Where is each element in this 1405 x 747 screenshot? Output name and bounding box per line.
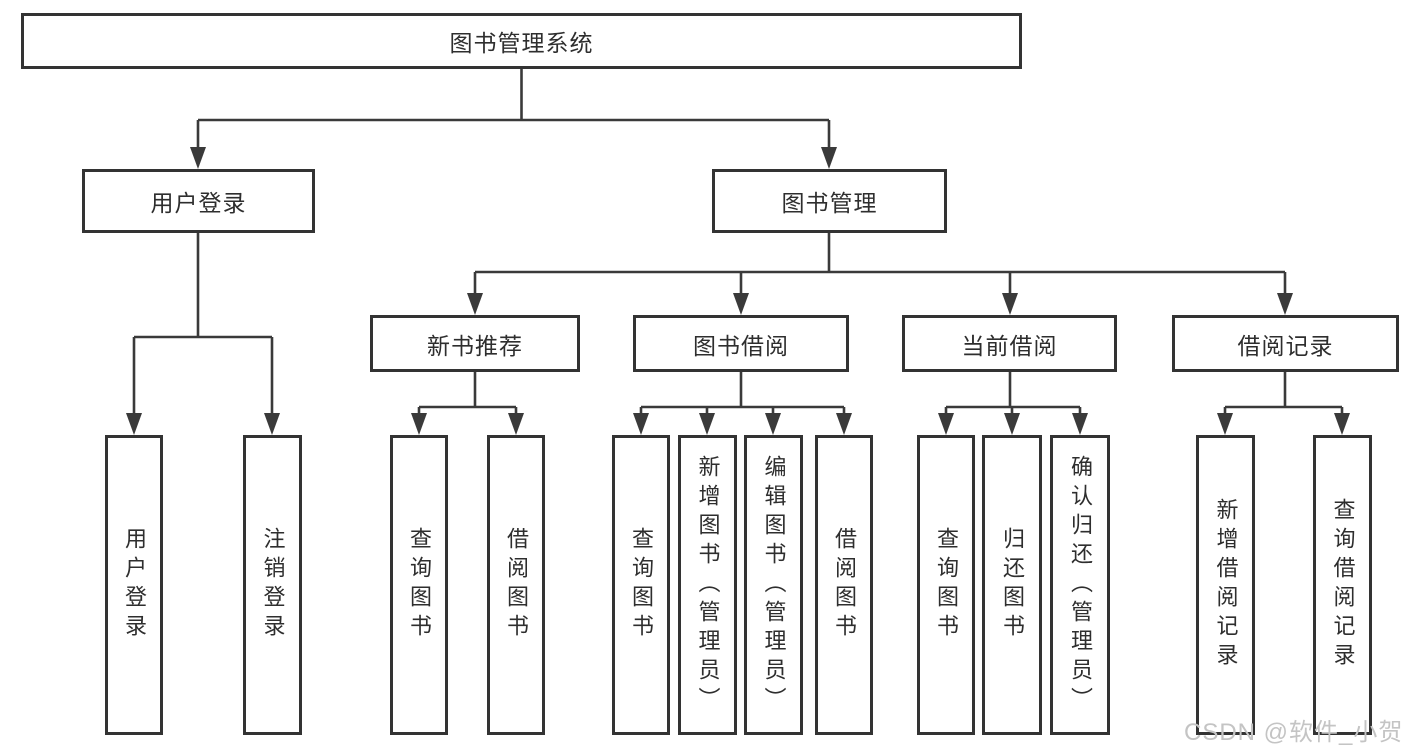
node-library-management-system: 图书管理系统 — [21, 13, 1022, 69]
node-label: 图书管理 — [781, 190, 878, 216]
node-label: 注销登录 — [260, 527, 286, 643]
node-current-borrowing: 当前借阅 — [902, 315, 1117, 372]
leaf-return-books: 归还图书 — [982, 435, 1042, 735]
node-label: 归还图书 — [1000, 527, 1025, 643]
node-label: 图书管理系统 — [449, 30, 594, 56]
csdn-watermark: CSDN @软件_小贺同学 — [1184, 719, 1405, 746]
node-label: 借阅图书 — [504, 527, 529, 643]
node-new-book-recommendation: 新书推荐 — [370, 315, 580, 372]
leaf-borrow-books-1: 借阅图书 — [487, 435, 545, 735]
leaf-query-books-3: 查询图书 — [917, 435, 975, 735]
node-label: 图书借阅 — [693, 332, 789, 359]
node-label: 借阅图书 — [832, 527, 857, 643]
node-label: 当前借阅 — [961, 332, 1058, 359]
node-label: 新增借阅记录 — [1213, 498, 1239, 672]
leaf-edit-books-admin: 编辑图书（管理员） — [744, 435, 803, 735]
leaf-logout: 注销登录 — [243, 435, 302, 735]
node-label: 确认归还（管理员） — [1068, 454, 1093, 716]
node-book-management-branch: 图书管理 — [712, 169, 947, 233]
leaf-add-books-admin: 新增图书（管理员） — [678, 435, 737, 735]
leaf-query-books-2: 查询图书 — [612, 435, 670, 735]
leaf-user-login: 用户登录 — [105, 435, 163, 735]
node-borrowing-records: 借阅记录 — [1172, 315, 1399, 372]
node-label: 新书推荐 — [427, 332, 523, 359]
leaf-query-borrow-record: 查询借阅记录 — [1313, 435, 1372, 735]
node-label: 借阅记录 — [1237, 332, 1334, 359]
leaf-add-borrow-record: 新增借阅记录 — [1196, 435, 1255, 735]
node-label: 用户登录 — [150, 190, 247, 216]
node-label: 编辑图书（管理员） — [761, 454, 787, 716]
node-book-borrowing: 图书借阅 — [633, 315, 849, 372]
node-label: 查询图书 — [934, 527, 959, 643]
node-label: 查询图书 — [629, 527, 654, 643]
node-user-login-branch: 用户登录 — [82, 169, 315, 233]
leaf-query-books-1: 查询图书 — [390, 435, 448, 735]
node-label: 用户登录 — [122, 527, 147, 643]
node-label: 查询借阅记录 — [1330, 498, 1356, 672]
leaf-borrow-books-2: 借阅图书 — [815, 435, 873, 735]
leaf-confirm-return-admin: 确认归还（管理员） — [1050, 435, 1110, 735]
node-label: 新增图书（管理员） — [695, 454, 721, 716]
node-label: 查询图书 — [407, 527, 432, 643]
